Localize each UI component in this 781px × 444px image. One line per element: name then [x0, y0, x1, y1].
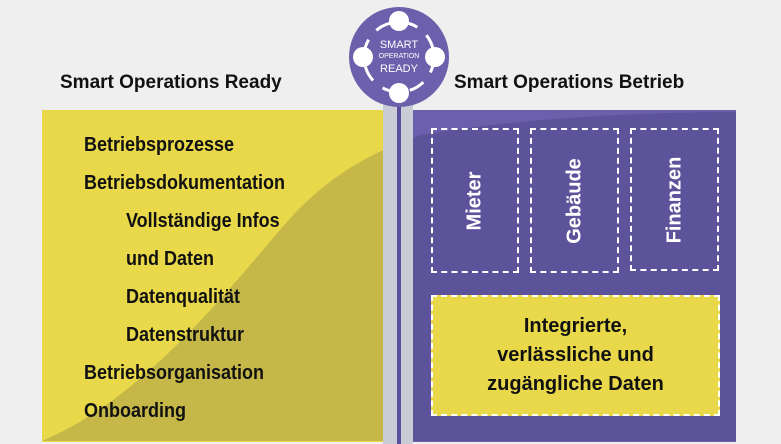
data-box: Integrierte, verlässliche und zugänglich… [431, 295, 720, 416]
left-panel [42, 110, 383, 442]
list-item: Betriebsorganisation [84, 362, 265, 384]
left-panel-title: Smart Operations Ready [60, 72, 282, 93]
column-gebaeude: Gebäude [530, 128, 619, 273]
list-item: Betriebsprozesse [84, 134, 235, 156]
column-mieter: Mieter [431, 128, 519, 273]
divider-line [397, 60, 401, 444]
data-box-line: verlässliche und [497, 344, 654, 366]
logo-text: OPERATION [378, 53, 420, 60]
column-label: Mieter [463, 171, 486, 230]
list-item: Onboarding [84, 400, 186, 422]
column-finanzen: Finanzen [630, 128, 719, 271]
logo-text: SMART [379, 39, 419, 51]
data-box-line: zugängliche Daten [487, 373, 664, 395]
list-item: Datenqualität [126, 286, 241, 308]
list-item: Datenstruktur [126, 324, 245, 346]
column-label: Gebäude [563, 157, 585, 244]
logo-text: READY [380, 63, 418, 75]
column-label: Finanzen [663, 156, 685, 243]
list-item: und Daten [126, 248, 215, 270]
list-item: Betriebsdokumentation [84, 172, 286, 194]
smart-operation-ready-logo: SMART OPERATION READY [349, 7, 449, 107]
right-panel-title: Smart Operations Betrieb [454, 72, 685, 93]
list-item: Vollständige Infos [126, 210, 280, 232]
data-box-line: Integrierte, [523, 315, 628, 337]
